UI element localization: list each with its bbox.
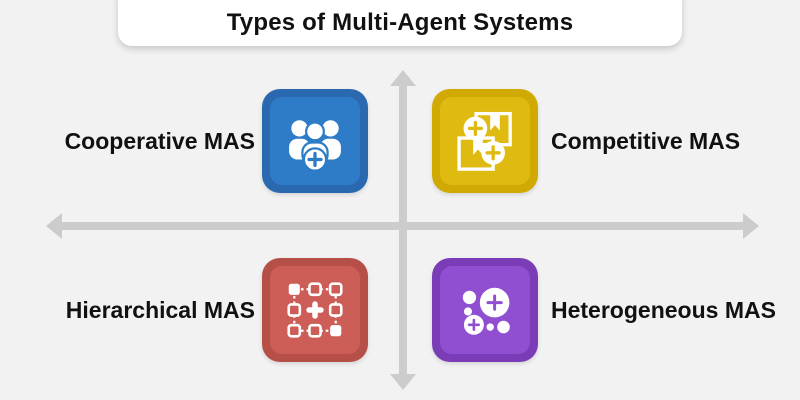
hierarchical-mas-label: Hierarchical MAS bbox=[65, 297, 255, 323]
arrow-down-icon bbox=[390, 374, 416, 390]
arrow-right-icon bbox=[743, 213, 759, 239]
page-title: Types of Multi-Agent Systems bbox=[226, 9, 574, 36]
node-grid-plus-icon bbox=[270, 266, 360, 354]
vertical-axis-line bbox=[399, 85, 407, 374]
competitive-mas-label: Competitive MAS bbox=[551, 128, 741, 154]
people-group-plus-icon bbox=[270, 97, 360, 185]
cooperative-mas-tile bbox=[262, 89, 368, 193]
award-cards-plus-icon bbox=[440, 97, 530, 185]
heterogeneous-mas-tile bbox=[432, 258, 538, 362]
heterogeneous-mas-label: Heterogeneous MAS bbox=[551, 297, 776, 323]
title-card: Types of Multi-Agent Systems bbox=[118, 0, 682, 46]
hierarchical-mas-tile bbox=[262, 258, 368, 362]
cooperative-mas-label: Cooperative MAS bbox=[64, 128, 255, 154]
competitive-mas-tile bbox=[432, 89, 538, 193]
varied-circles-plus-icon bbox=[440, 266, 530, 354]
arrow-up-icon bbox=[390, 70, 416, 86]
arrow-left-icon bbox=[46, 213, 62, 239]
